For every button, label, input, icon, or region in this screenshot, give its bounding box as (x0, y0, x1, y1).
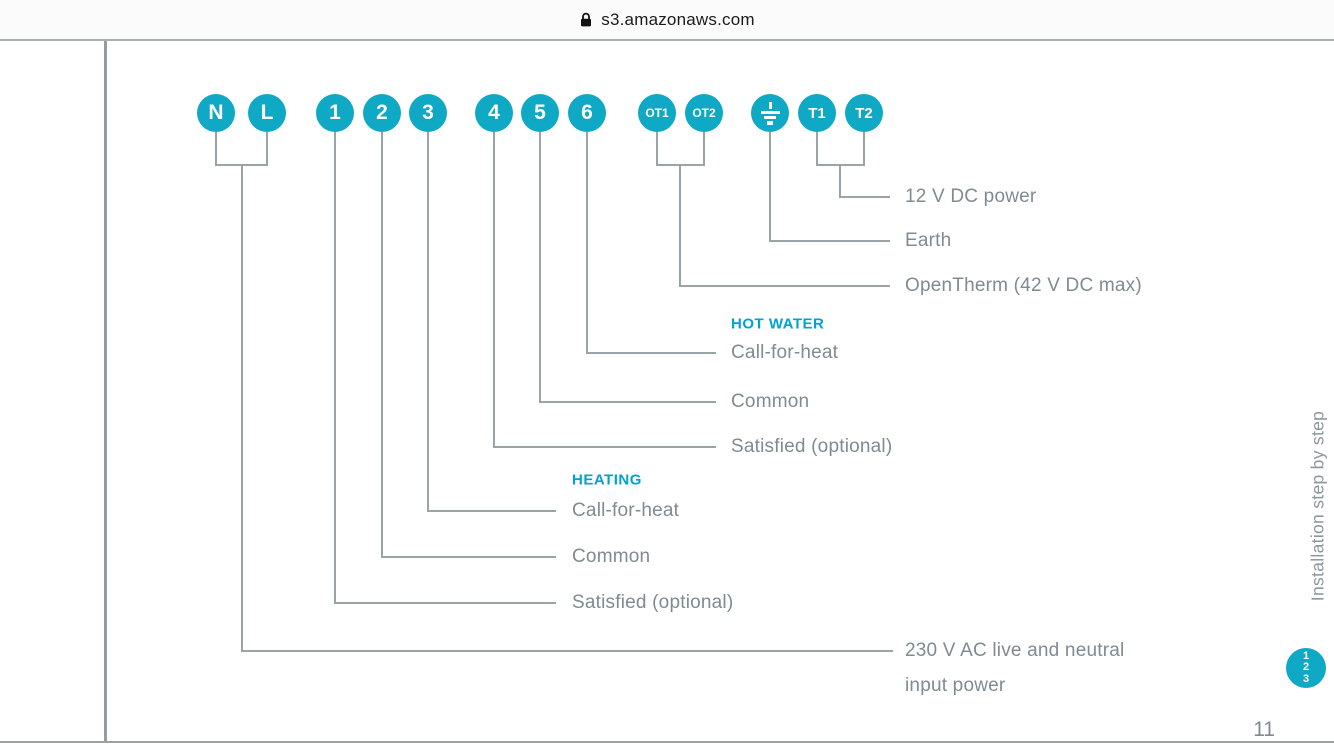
terminal-3-label: 3 (422, 101, 434, 124)
hot-water-common: Common (731, 391, 810, 412)
page-left-divider (104, 41, 107, 741)
label-230v-line2: input power (905, 675, 1006, 696)
terminal-5: 5 (521, 94, 559, 132)
heating-common: Common (572, 546, 651, 567)
terminal-ot2-label: OT2 (692, 106, 716, 120)
browser-bar-border (0, 39, 1334, 41)
label-230v-input-power: 230 V AC live and neutral input power (905, 633, 1124, 703)
hot-water-heading: HOT WATER (731, 315, 825, 333)
terminal-2: 2 (363, 94, 401, 132)
terminal-t2-label: T2 (855, 104, 873, 122)
terminal-ot1: OT1 (638, 94, 676, 132)
terminal-4: 4 (475, 94, 513, 132)
label-earth: Earth (905, 230, 952, 251)
step-badge-1: 1 (1302, 649, 1310, 662)
terminal-t2: T2 (845, 94, 883, 132)
url-bar[interactable]: s3.amazonaws.com (0, 0, 1334, 39)
terminal-5-label: 5 (534, 101, 546, 124)
terminal-l-label: L (260, 101, 274, 124)
terminal-3: 3 (409, 94, 447, 132)
terminal-1-label: 1 (329, 101, 341, 124)
terminal-6: 6 (568, 94, 606, 132)
heating-heading: HEATING (572, 471, 642, 489)
page-number: 11 (1253, 718, 1275, 741)
terminal-1: 1 (316, 94, 354, 132)
chapter-vertical-label: Installation step by step (1307, 410, 1328, 602)
hot-water-call-for-heat: Call-for-heat (731, 342, 839, 363)
lock-icon (581, 12, 592, 26)
terminal-l: L (248, 94, 286, 132)
terminal-4-label: 4 (488, 101, 500, 124)
terminal-ot2: OT2 (685, 94, 723, 132)
step-badge: 1 2 3 (1286, 648, 1326, 688)
label-opentherm: OpenTherm (42 V DC max) (905, 275, 1142, 296)
step-badge-3: 3 (1302, 672, 1310, 685)
heating-satisfied: Satisfied (optional) (572, 592, 734, 613)
terminal-t1: T1 (798, 94, 836, 132)
step-badge-2: 2 (1302, 661, 1310, 674)
terminal-earth (751, 94, 789, 132)
earth-symbol-icon (760, 101, 780, 125)
heating-call-for-heat: Call-for-heat (572, 500, 680, 521)
terminal-2-label: 2 (376, 101, 388, 124)
label-12v-dc-power: 12 V DC power (905, 186, 1037, 207)
terminal-n: N (197, 94, 235, 132)
terminal-ot1-label: OT1 (645, 106, 669, 120)
page-bottom-border (0, 741, 1334, 743)
terminal-n-label: N (208, 101, 224, 124)
hot-water-satisfied: Satisfied (optional) (731, 436, 893, 457)
url-text: s3.amazonaws.com (601, 9, 755, 29)
terminal-6-label: 6 (581, 101, 593, 124)
terminal-t1-label: T1 (808, 104, 826, 122)
label-230v-line1: 230 V AC live and neutral (905, 640, 1125, 661)
